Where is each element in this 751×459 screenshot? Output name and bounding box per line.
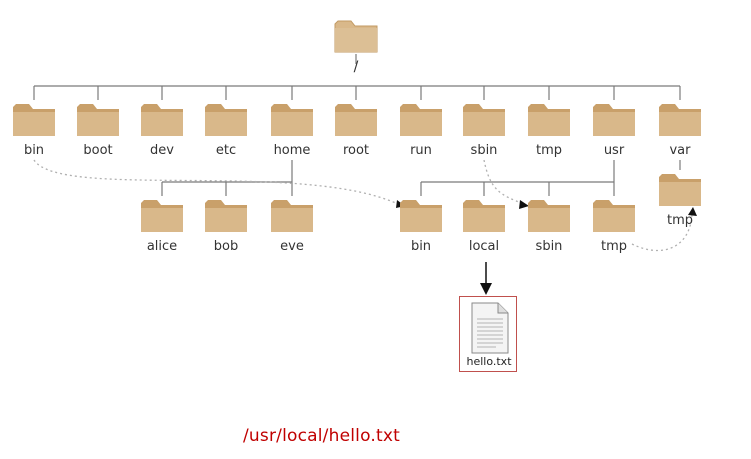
folder-label-usr-tmp: tmp (601, 239, 627, 254)
folder-usr-sbin[interactable] (528, 200, 570, 232)
folder-label-top-usr: usr (604, 143, 625, 158)
folder-front (463, 208, 505, 232)
folder-label-home-eve: eve (280, 239, 304, 254)
folder-label-top-home: home (274, 143, 311, 158)
folder-top-run[interactable] (400, 104, 442, 136)
text-file-icon (471, 302, 509, 354)
folder-front (528, 112, 570, 136)
folder-top-sbin[interactable] (463, 104, 505, 136)
folder-top-dev[interactable] (141, 104, 183, 136)
folder-top-bin[interactable] (13, 104, 55, 136)
folder-top-home[interactable] (271, 104, 313, 136)
folder-front (205, 208, 247, 232)
path-caption: /usr/local/hello.txt (243, 426, 400, 446)
folder-top-boot[interactable] (77, 104, 119, 136)
folder-label-usr-local: local (469, 239, 499, 254)
folder-usr-local[interactable] (463, 200, 505, 232)
folder-usr-tmp[interactable] (593, 200, 635, 232)
folder-front (141, 208, 183, 232)
folder-front (593, 112, 635, 136)
folder-label-top-root: root (343, 143, 369, 158)
usr-children-folders: bin local sbin tmp (400, 200, 635, 254)
var-children-folders: tmp (659, 174, 701, 228)
folder-front (271, 208, 313, 232)
folder-var-tmp[interactable] (659, 174, 701, 206)
folder-label-home-alice: alice (147, 239, 177, 254)
folder-label-top-sbin: sbin (471, 143, 498, 158)
folder-front (335, 112, 377, 136)
home-children-folders: alice bob eve (141, 200, 313, 254)
folder-front (528, 208, 570, 232)
folder-home-bob[interactable] (205, 200, 247, 232)
folder-front (659, 112, 701, 136)
folder-home-alice[interactable] (141, 200, 183, 232)
folder-label-top-run: run (410, 143, 432, 158)
folder-label-usr-sbin: sbin (536, 239, 563, 254)
folder-front (593, 208, 635, 232)
folder-top-root[interactable] (335, 104, 377, 136)
folder-label-top-var: var (669, 143, 691, 158)
root-label: / (354, 59, 359, 75)
folder-top-usr[interactable] (593, 104, 635, 136)
folder-front (141, 112, 183, 136)
arrowhead-sbin (519, 200, 529, 209)
folder-front (400, 208, 442, 232)
file-hello-txt[interactable]: hello.txt (459, 296, 517, 372)
arrowhead-var-tmp (688, 207, 697, 216)
folder-usr-bin[interactable] (400, 200, 442, 232)
folder-front (463, 112, 505, 136)
link-usr-tmp-to-var-tmp (631, 213, 693, 252)
file-name-label: hello.txt (466, 355, 512, 368)
folder-label-top-boot: boot (83, 143, 112, 158)
folder-label-top-tmp: tmp (536, 143, 562, 158)
folder-top-etc[interactable] (205, 104, 247, 136)
folder-label-top-dev: dev (150, 143, 174, 158)
top-level-folders: bin boot dev etc home root run sbin tmp usr var (13, 104, 701, 158)
folder-top-var[interactable] (659, 104, 701, 136)
folder-front (13, 112, 55, 136)
symlink-arrows (33, 159, 693, 252)
folder-front (205, 112, 247, 136)
folder-label-usr-bin: bin (411, 239, 431, 254)
folder-front (659, 182, 701, 206)
folder-top-tmp[interactable] (528, 104, 570, 136)
folder-label-var-tmp: tmp (667, 213, 693, 228)
link-bin-to-usr-bin (33, 159, 399, 205)
folder-home-eve[interactable] (271, 200, 313, 232)
folder-label-home-bob: bob (214, 239, 238, 254)
folder-front (77, 112, 119, 136)
folder-front (271, 112, 313, 136)
folder-front (400, 112, 442, 136)
folder-label-top-bin: bin (24, 143, 44, 158)
folder-root-dir[interactable] (334, 20, 378, 53)
folder-label-top-etc: etc (216, 143, 236, 158)
